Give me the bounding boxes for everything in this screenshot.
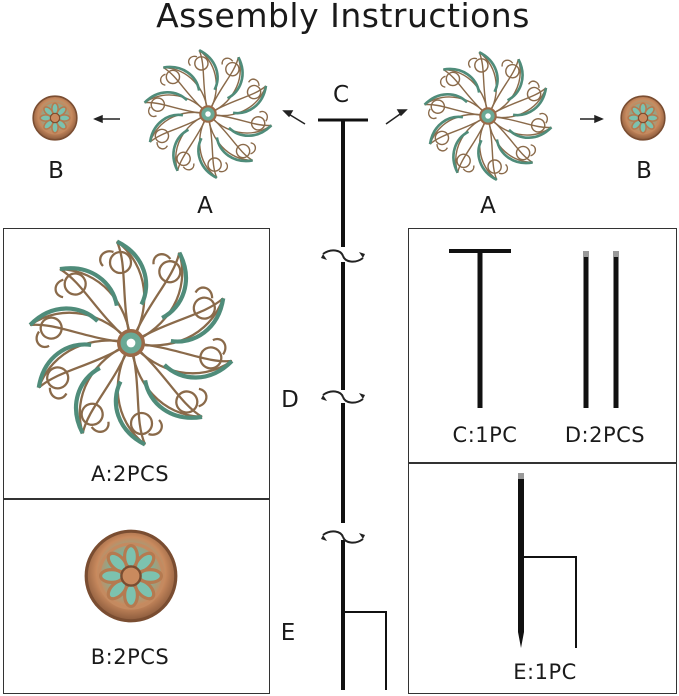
pinwheel-a-right [421, 52, 554, 180]
part-b-panel [3, 498, 270, 694]
caption-part-a: A:2PCS [90, 462, 170, 486]
caption-part-b: B:2PCS [90, 645, 170, 669]
label-a-left: A [197, 193, 213, 219]
label-a-right: A [480, 193, 496, 219]
pinwheel-a-large [25, 242, 237, 445]
caption-part-e: E:1PC [513, 660, 577, 684]
medallion-b-large [84, 529, 178, 623]
part-a-panel [3, 228, 270, 500]
page-title: Assembly Instructions [156, 0, 530, 35]
label-b-left: B [48, 158, 64, 184]
part-c-rod [449, 249, 511, 408]
part-cd-panel [408, 228, 677, 464]
arrows [93, 109, 604, 125]
caption-part-d: D:2PCS [564, 423, 646, 447]
part-d-rods [583, 251, 619, 408]
pinwheel-a-left [141, 50, 274, 178]
label-e: E [280, 620, 296, 646]
label-b-right: B [636, 158, 652, 184]
label-d: D [281, 387, 299, 413]
assembled-stake [318, 118, 387, 690]
medallion-b-right [620, 95, 666, 141]
caption-part-c: C:1PC [452, 423, 518, 447]
part-e-panel [408, 462, 677, 694]
part-e-stake [518, 473, 577, 648]
label-c: C [332, 82, 350, 108]
medallion-b-left [32, 95, 78, 141]
